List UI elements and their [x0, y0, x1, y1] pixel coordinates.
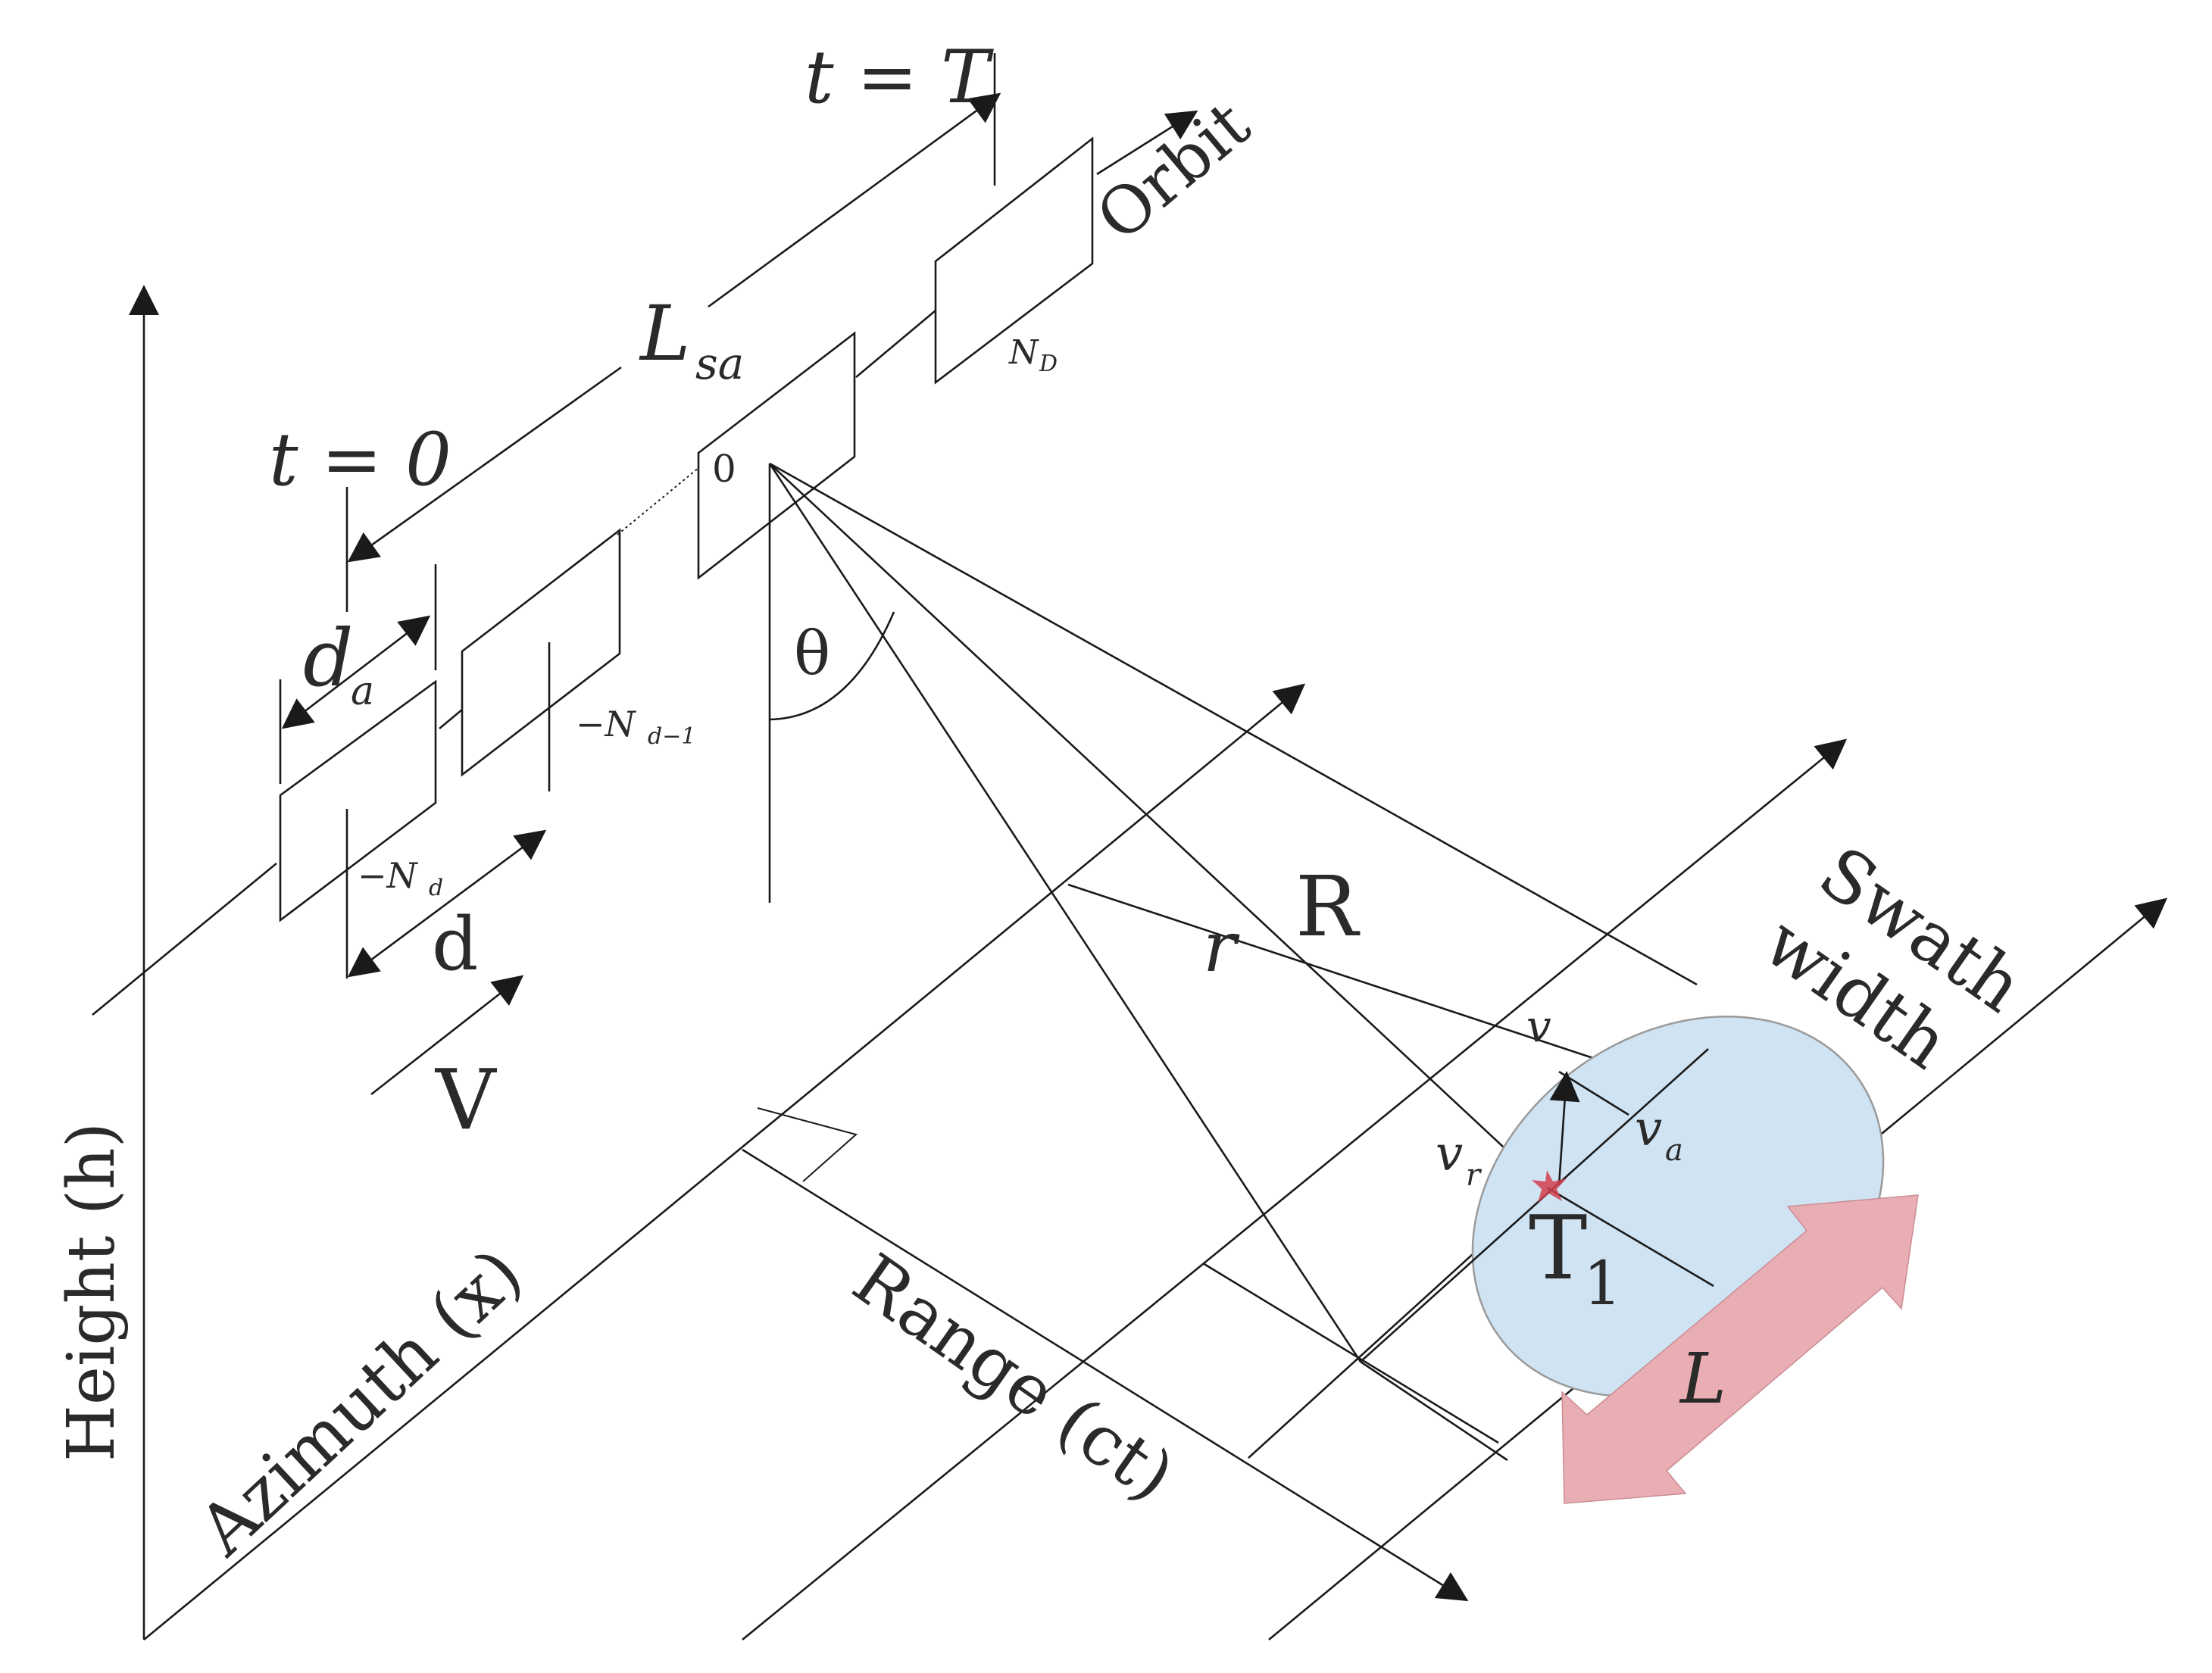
- footprint-range-line: [1546, 1186, 1714, 1288]
- label-d: d: [432, 902, 478, 987]
- label-neg-nd-sub: d: [429, 875, 443, 901]
- label-azimuth-axis: Azimuth (x): [183, 1233, 538, 1572]
- label-va: v: [1635, 1101, 1662, 1157]
- orbit-seg-3: [855, 310, 936, 378]
- antenna-panel-ND: [934, 136, 1094, 385]
- antenna-panel-neg-nd1: [461, 528, 621, 777]
- label-t-end: t = T: [805, 35, 994, 120]
- target-velocity-arrow: [1549, 1071, 1580, 1186]
- label-va-sub: a: [1665, 1133, 1683, 1168]
- orbit-arrow: [1096, 110, 1198, 176]
- label-ND: N: [1008, 333, 1039, 372]
- label-orbit: Orbit: [1083, 86, 1264, 256]
- velocity-arrow: [370, 975, 524, 1096]
- label-da-sub: a: [351, 669, 374, 714]
- length-double-arrow: [1561, 1194, 1919, 1504]
- orbit-seg-1: [92, 862, 277, 1016]
- label-T1-sub: 1: [1583, 1248, 1622, 1319]
- label-v: v: [1526, 1000, 1551, 1052]
- label-neg-nd1: −N: [576, 704, 637, 744]
- label-vr-sub: r: [1466, 1158, 1482, 1193]
- beam-far-edge: [769, 462, 1698, 986]
- theta-arc: [769, 611, 895, 721]
- label-vr: v: [1436, 1126, 1463, 1182]
- d-dimension-arrow: [347, 829, 547, 978]
- label-velocity: V: [434, 1051, 498, 1148]
- label-T1: T: [1529, 1197, 1587, 1300]
- label-t-start: t = 0: [269, 417, 451, 502]
- orbit-seg-2: [439, 709, 463, 729]
- azimuth-axis-line: [143, 683, 1306, 1641]
- label-theta: θ: [794, 618, 830, 688]
- footprint-near-cross: [1360, 1360, 1508, 1462]
- label-lsa-sub: sa: [695, 338, 744, 389]
- footprint-major-axis: [1360, 1048, 1709, 1362]
- label-range-axis: Range (ct): [839, 1238, 1188, 1517]
- label-ND-sub: D: [1039, 351, 1058, 377]
- range-axis-line: [742, 1148, 1469, 1602]
- da-dimension-arrow: [281, 615, 431, 729]
- label-r: r: [1203, 907, 1240, 988]
- label-da: d: [303, 612, 354, 704]
- label-height-axis: Height (h): [54, 1122, 130, 1462]
- label-neg-nd: −N: [358, 855, 419, 896]
- orbit-dotted-1: [617, 467, 699, 535]
- va-component-line: [1558, 1070, 1629, 1116]
- beam-near-edge: [768, 463, 1362, 1362]
- label-R: R: [1295, 858, 1361, 955]
- lsa-arrow-lower: [347, 366, 622, 563]
- beam-to-target: [769, 463, 1548, 1188]
- lsa-arrow-upper: [708, 92, 1001, 308]
- label-L: L: [1679, 1338, 1726, 1419]
- antenna-panel-zero: [697, 331, 856, 580]
- target-marker: [1532, 1170, 1567, 1203]
- label-lsa: L: [639, 289, 690, 378]
- ground-line-lower: [1202, 1262, 1499, 1444]
- label-neg-nd1-sub: d−1: [648, 723, 695, 750]
- label-origin: 0: [712, 447, 736, 491]
- swath-near-edge: [742, 738, 1848, 1641]
- right-angle-marker: [757, 1107, 858, 1182]
